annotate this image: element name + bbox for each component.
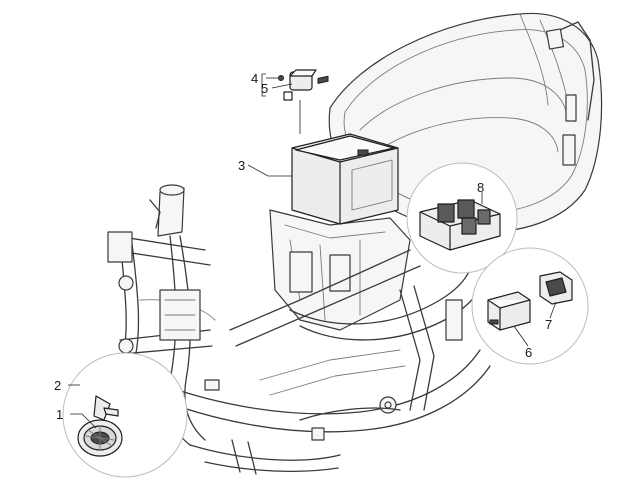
- leader-lines: [68, 73, 557, 429]
- relay-block: [419, 199, 501, 251]
- callout-3: 3: [238, 158, 245, 173]
- callout-2: 2: [54, 378, 61, 393]
- battery: [291, 75, 399, 225]
- callout-8: 8: [477, 180, 484, 195]
- horn-detail-bubble: [62, 352, 188, 478]
- callout-1: 1: [56, 407, 63, 422]
- callout-6: 6: [525, 345, 532, 360]
- callout-5: 5: [261, 81, 268, 96]
- callout-7: 7: [545, 317, 552, 332]
- flasher-bracket: [539, 271, 573, 305]
- fuse-holder: [278, 69, 317, 101]
- relay-detail-bubble: [406, 162, 518, 274]
- horn: [77, 395, 123, 457]
- callout-labels: 1 2 3 4 5 6 7 8: [54, 71, 552, 422]
- callout-4: 4: [251, 71, 258, 86]
- flasher-detail-bubble: [471, 247, 589, 365]
- flasher-relay: [487, 291, 531, 331]
